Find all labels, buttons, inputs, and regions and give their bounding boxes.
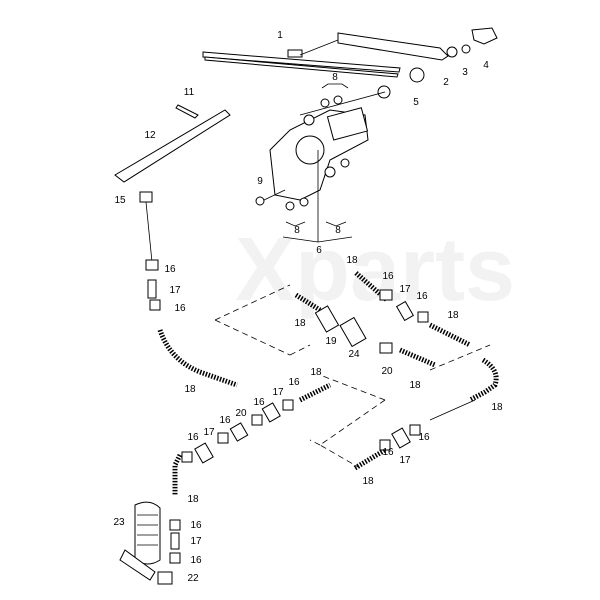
callout-label: 16 [190,555,202,566]
callout-label: 18 [310,367,322,378]
callout-label: 20 [381,366,393,377]
callout-label: 16 [187,432,199,443]
callout-label: 17 [190,536,202,547]
callout-label: 11 [184,87,195,98]
callout-label: 8 [294,225,300,236]
washer-pump [119,501,161,581]
callout-label: 18 [362,476,374,487]
callout-label: 15 [114,195,126,206]
callout-label: 6 [316,245,322,256]
callout-label: 3 [462,67,468,78]
callout-label: 9 [257,176,263,187]
callout-label: 17 [399,455,411,466]
spray-nozzle-strip [114,104,231,203]
callout-label: 24 [348,349,360,360]
callout-label: 19 [325,336,337,347]
wiper-motor [255,91,386,211]
callout-label: 22 [187,573,199,584]
callout-label: 16 [382,271,394,282]
callout-label: 18 [447,310,459,321]
watermark: Xparts [235,220,515,320]
fittings [145,259,429,585]
callout-label: 18 [294,318,306,329]
callout-label: 16 [288,377,300,388]
callout-label: 4 [483,60,489,71]
callout-label: 16 [174,303,186,314]
callout-label: 17 [272,387,284,398]
callout-label: 18 [346,255,358,266]
callout-label: 12 [144,130,156,141]
wiper-arm [299,27,498,99]
callout-label: 8 [332,72,338,83]
callout-label: 17 [203,427,215,438]
callout-label: 8 [335,225,341,236]
callout-label: 16 [382,447,394,458]
callout-label: 17 [399,284,411,295]
callout-label: 1 [277,30,283,41]
callout-label: 16 [190,520,202,531]
callout-label: 18 [184,384,196,395]
callout-label: 23 [113,517,125,528]
callout-label: 16 [164,264,176,275]
callout-label: 18 [491,402,503,413]
callout-label: 18 [409,380,421,391]
wiper-blade [202,49,401,78]
callout-label: 5 [413,97,419,108]
callout-label: 16 [219,415,231,426]
callout-label: 20 [235,408,247,419]
callout-label: 18 [187,494,199,505]
callout-label: 16 [416,291,428,302]
callout-label: 17 [169,285,181,296]
callout-label: 2 [443,77,449,88]
callout-label: 16 [418,432,430,443]
callout-label: 16 [253,397,265,408]
